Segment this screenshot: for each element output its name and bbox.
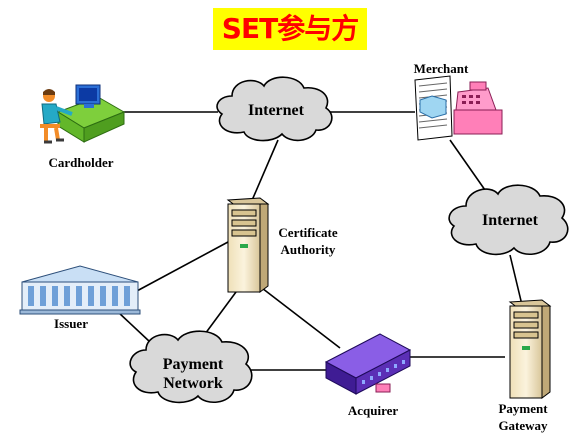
payment-gateway-label-line2: Gateway: [498, 418, 548, 433]
merchant-cash-register-icon: [414, 75, 503, 141]
issuer-label: Issuer: [54, 316, 88, 331]
diagram-title: SET参与方: [221, 12, 359, 45]
certificate-authority-label-line1: Certificate: [278, 225, 338, 240]
internet-right-cloud: [448, 184, 569, 256]
payment-network-cloud: [129, 330, 253, 404]
title-banner: [213, 8, 367, 50]
acquirer-label: Acquirer: [347, 403, 399, 418]
merchant-label: Merchant: [413, 61, 469, 76]
internet-top-label: Internet: [248, 102, 304, 119]
line-internet-ca: [249, 139, 279, 206]
line-internet-gateway: [509, 254, 523, 306]
payment-gateway-label-line1: Payment: [498, 401, 548, 416]
cloud-icon: [129, 76, 569, 404]
line-ca-acquirer: [257, 284, 341, 349]
internet-right-label: Internet: [482, 212, 538, 229]
server-tower-icon: [226, 197, 270, 293]
line-merchant-internet: [449, 139, 486, 191]
payment-network-label-line1: Payment: [162, 356, 224, 373]
line-issuer-payment-network: [117, 311, 151, 343]
server-tower-icon: [508, 299, 552, 399]
line-ca-payment-network: [204, 291, 237, 335]
cardholder-label: Cardholder: [48, 155, 114, 170]
connection-lines: [117, 111, 523, 371]
payment-network-label-line2: Network: [163, 375, 223, 392]
internet-top-cloud: [216, 76, 333, 142]
office-building-icon: [324, 333, 412, 395]
bank-building-icon: [19, 265, 141, 315]
cardholder-computer-icon: [40, 84, 126, 144]
line-issuer-ca: [134, 241, 229, 293]
certificate-authority-label-line2: Authority: [280, 242, 336, 257]
